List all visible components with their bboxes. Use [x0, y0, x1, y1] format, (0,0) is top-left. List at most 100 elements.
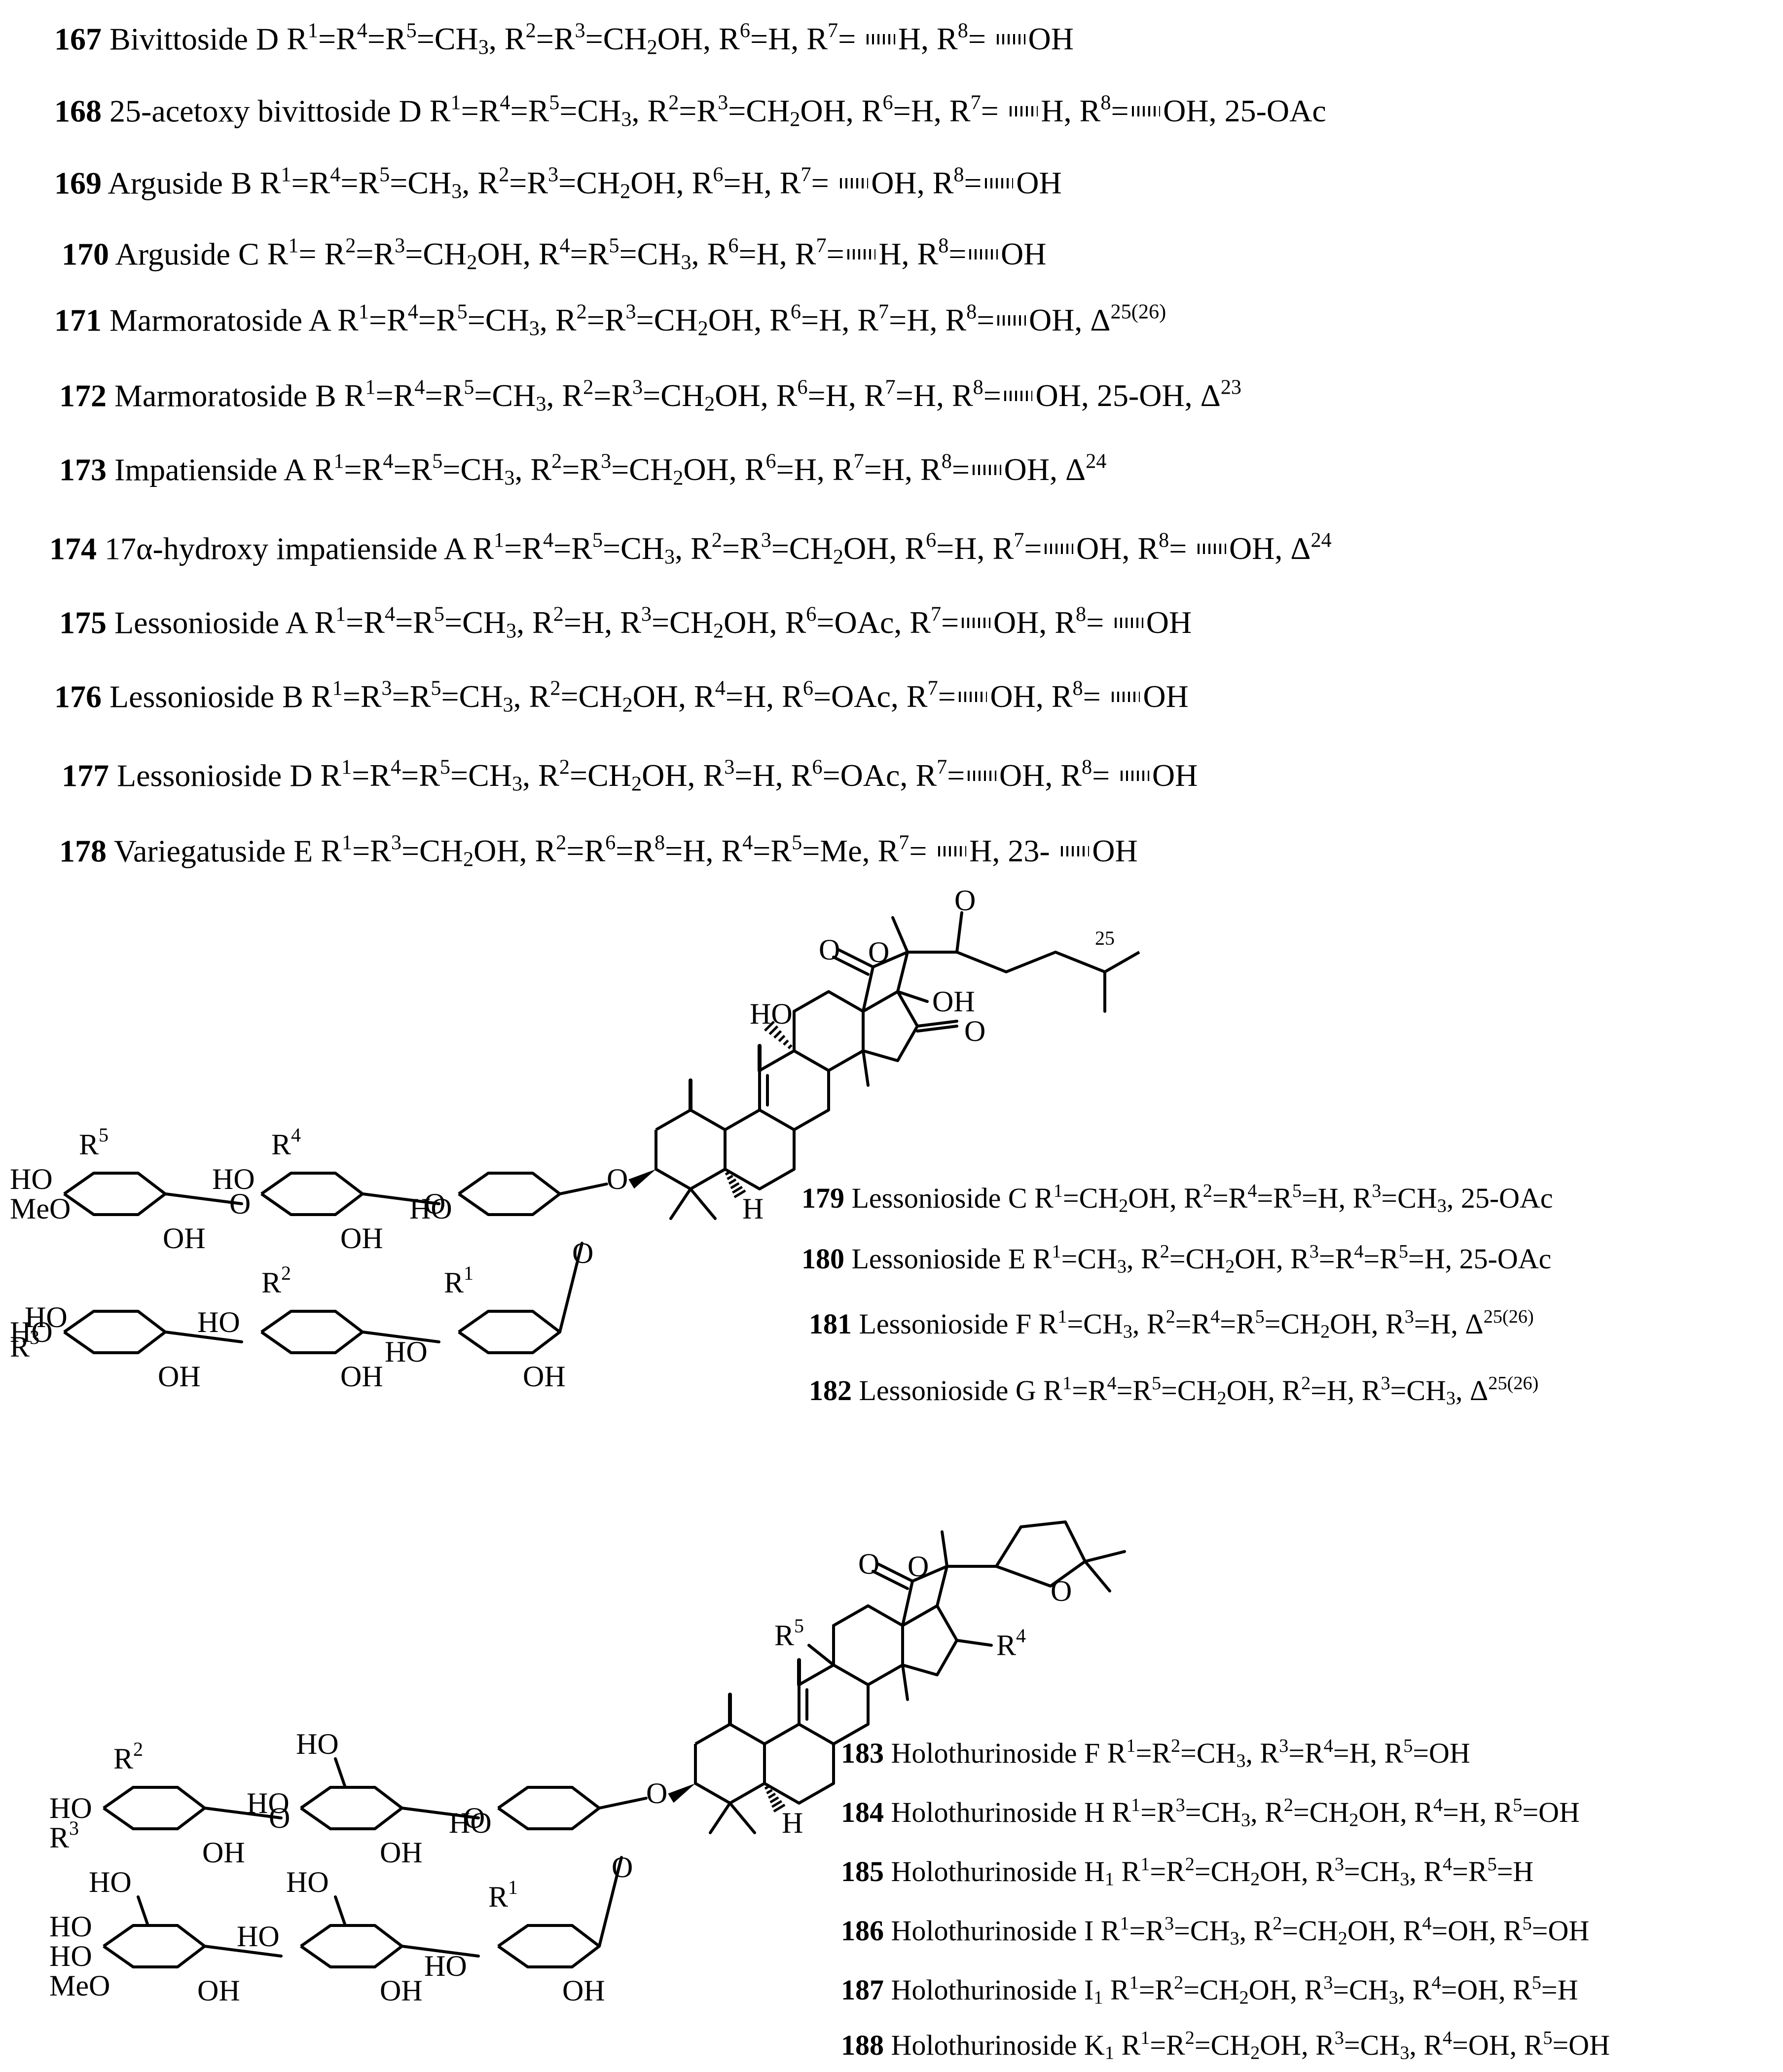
- ho-label-lower-2: HO: [237, 1920, 280, 1953]
- sugar-upper-2: [300, 1786, 403, 1830]
- glycoside-link-4: [164, 1331, 243, 1343]
- tetrahydrofuran-ring: [947, 1520, 1087, 1588]
- ring-a: [655, 1109, 727, 1190]
- compound-number: 173: [59, 452, 107, 487]
- gem-methyl-2: [689, 1187, 717, 1220]
- compound-number: 180: [801, 1243, 844, 1275]
- compound-name: Holothurinoside H: [891, 1796, 1105, 1829]
- compound-substituents: R1=R4=R5=CH3, R2=CH2OH, R3=H, R6=OAc, R7…: [320, 756, 1198, 796]
- compound-name: Holothurinoside H1: [891, 1855, 1115, 1890]
- o-label-link-1: O: [269, 1802, 290, 1834]
- side-chain-ketone: [955, 911, 963, 954]
- compound-substituents: R1=R2=CH2OH, R3=CH3, R4=OH, R5=H: [1110, 1972, 1578, 2008]
- ring-e: [902, 1604, 958, 1676]
- compound-name: Variegatuside E: [113, 833, 313, 869]
- glycosidic-o-label: O: [646, 1777, 667, 1810]
- compound-substituents: R1=R4=R5=CH3, R2=R3=CH2OH, R6=H, R7=OH, …: [473, 529, 1332, 569]
- compound-176: 176 Lessonioside B R1=R3=R5=CH3, R2=CH2O…: [54, 678, 1189, 716]
- compound-substituents: R1=R2=CH2OH, R3=CH3, R4=OH, R5=OH: [1121, 2028, 1610, 2064]
- compound-name: Marmoratoside A: [109, 302, 330, 338]
- oh-label-lower-2: OH: [340, 1360, 383, 1393]
- o-label-link-6: O: [612, 1851, 633, 1884]
- compound-substituents: R1=R2=CH2OH, R3=CH3, R4=R5=H: [1121, 1854, 1534, 1890]
- glycoside-link-4: [203, 1945, 283, 1958]
- r1-label: R1: [488, 1876, 518, 1913]
- methyl-20: [891, 916, 909, 954]
- compound-name: Holothurinoside K1: [891, 2029, 1115, 2064]
- sugar-upper-1: [103, 1786, 206, 1830]
- side-chain-ketone-label: O: [954, 884, 976, 917]
- compound-substituents: R1=CH3, R2=R4=R5=CH2OH, R3=H, Δ25(26): [1038, 1306, 1534, 1342]
- ho-label-upper-3: HO: [449, 1807, 492, 1839]
- compound-175: 175 Lessonioside A R1=R4=R5=CH3, R2=H, R…: [59, 604, 1192, 642]
- compound-substituents: R1=R3=CH3, R2=CH2OH, R4=H, R5=OH: [1112, 1795, 1580, 1831]
- ketone-bond-2: [916, 1025, 958, 1033]
- ho-label-upper-c6: HO: [296, 1728, 339, 1760]
- r3-label: R3: [10, 1326, 39, 1363]
- compound-substituents: R1=R4=R5=CH3, R2=R3=CH2OH, R6=H, R7=H, R…: [312, 450, 1107, 490]
- compound-substituents: R1=R4=R5=CH3, R2=H, R3=CH2OH, R6=OAc, R7…: [314, 603, 1192, 643]
- compound-185: 185 Holothurinoside H1 R1=R2=CH2OH, R3=C…: [841, 1855, 1533, 1889]
- compound-number: 187: [841, 1974, 884, 2006]
- methyl-14: [901, 1664, 909, 1701]
- compound-substituents: R1=R3=R5=CH3, R2=CH2OH, R4=H, R6=OAc, R7…: [311, 677, 1189, 717]
- compound-substituents: R1=R4=R5=CH3, R2=R3=CH2OH, R6=H, R7= H, …: [287, 19, 1074, 59]
- h5-alpha: [764, 1785, 786, 1813]
- ho-label-upper-1: HO: [49, 1792, 92, 1824]
- compound-substituents: R1=R4=R5=CH3, R2=R3=CH2OH, R6=H, R7= H, …: [429, 91, 1326, 131]
- ring-a: [694, 1723, 766, 1805]
- compound-181: 181 Lessonioside F R1=CH3, R2=R4=R5=CH2O…: [809, 1307, 1534, 1341]
- ho-label-lower-1: HO: [25, 1301, 68, 1333]
- glycoside-link-1: [164, 1192, 243, 1205]
- ho-label-lower-3: HO: [424, 1950, 467, 1982]
- compound-substituents: R1= R2=R3=CH2OH, R4=R5=CH3, R6=H, R7=H, …: [267, 234, 1047, 274]
- compound-number: 170: [62, 236, 109, 272]
- glycoside-link-3: [558, 1183, 608, 1195]
- oh-label-lower-2: OH: [380, 1974, 423, 2007]
- sugar-lower-2: [260, 1310, 364, 1354]
- ho-label-upper-2: HO: [212, 1163, 255, 1195]
- compound-179: 179 Lessonioside C R1=CH2OH, R2=R4=R5=H,…: [801, 1182, 1553, 1216]
- ring-e: [862, 990, 919, 1062]
- compound-name: Lessonioside A: [114, 605, 307, 640]
- compound-180: 180 Lessonioside E R1=CH3, R2=CH2OH, R3=…: [801, 1242, 1551, 1276]
- ring-d: [832, 1604, 904, 1686]
- lactone-carbonyl-label: O: [819, 933, 840, 966]
- glycoside-link-5: [361, 1331, 440, 1343]
- compound-name: Holothurinoside F: [891, 1737, 1100, 1770]
- compound-name: 25-acetoxy bivittoside D: [109, 93, 422, 129]
- compound-number: 172: [59, 378, 107, 413]
- compound-name: Holothurinoside I1: [891, 1974, 1103, 2008]
- lactone-o-label: O: [868, 936, 889, 968]
- compound-name: Arguside B: [108, 165, 252, 201]
- compound-168: 168 25-acetoxy bivittoside D R1=R4=R5=CH…: [54, 91, 1326, 131]
- ring-c: [758, 1049, 830, 1131]
- thf-methyl-2: [1084, 1560, 1111, 1592]
- r1-label: R1: [444, 1262, 473, 1299]
- r5-label: R5: [79, 1124, 109, 1161]
- glycoside-link-5: [400, 1945, 480, 1958]
- compound-184: 184 Holothurinoside H R1=R3=CH3, R2=CH2O…: [841, 1796, 1580, 1830]
- lactone-o-label: O: [908, 1550, 929, 1583]
- compound-substituents: R1=R3=CH2OH, R2=R6=R8=H, R4=R5=Me, R7= H…: [321, 831, 1138, 871]
- compound-177: 177 Lessonioside D R1=R4=R5=CH3, R2=CH2O…: [62, 757, 1198, 795]
- compound-name: Arguside C: [115, 236, 259, 272]
- sugar-lower-1: [103, 1924, 206, 1968]
- lactone-carbonyl-2: [872, 1570, 909, 1590]
- compound-188: 188 Holothurinoside K1 R1=R2=CH2OH, R3=C…: [841, 2029, 1610, 2063]
- compound-174: 174 17α-hydroxy impatienside A R1=R4=R5=…: [49, 530, 1332, 568]
- compound-name: Lessonioside E: [851, 1243, 1026, 1275]
- sugar-lower-3: [458, 1310, 561, 1354]
- gem-methyl-1: [709, 1802, 731, 1834]
- r2-label: R2: [261, 1262, 291, 1299]
- lactone-carbonyl: [837, 948, 874, 968]
- methyl-20: [941, 1530, 948, 1568]
- compound-170: 170 Arguside C R1= R2=R3=CH2OH, R4=R5=CH…: [62, 234, 1047, 274]
- compound-substituents: R1=R4=R5=CH3, R2=R3=CH2OH, R6=H, R7=H, R…: [337, 300, 1166, 340]
- ho-label-lower-c6-1: HO: [89, 1866, 132, 1898]
- compound-name: Impatienside A: [114, 452, 305, 487]
- glycosidic-o-label: O: [607, 1163, 628, 1195]
- r4-label: R4: [996, 1625, 1026, 1662]
